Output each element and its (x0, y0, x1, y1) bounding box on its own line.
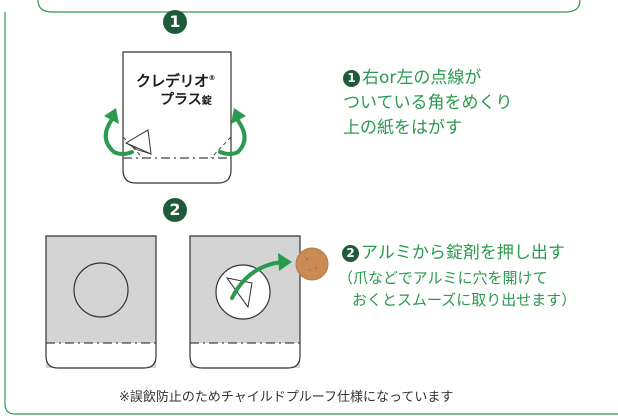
right-corner-dashes (210, 136, 232, 159)
tablet-pocket (73, 262, 129, 318)
product-name: クレデリオ® (136, 72, 216, 90)
blister-before (45, 235, 157, 369)
tablet-icon (295, 247, 329, 281)
left-peel-arrow-icon (103, 108, 134, 156)
step2-note: （爪などでアルミに穴を開けて おくとスムーズに取り出せます） (338, 269, 577, 309)
product-name-line2: プラス錠 (160, 92, 212, 108)
peeled-corner (124, 129, 152, 155)
right-peel-arrow-icon (218, 108, 247, 156)
push-out-arrow-icon (230, 253, 292, 300)
step2-badge: 2 (163, 198, 187, 222)
step1-badge: 1 (163, 10, 187, 34)
child-proof-note: ※誤飲防止のためチャイルドプルーフ仕様になっています (119, 390, 454, 405)
blister-after (189, 235, 301, 369)
